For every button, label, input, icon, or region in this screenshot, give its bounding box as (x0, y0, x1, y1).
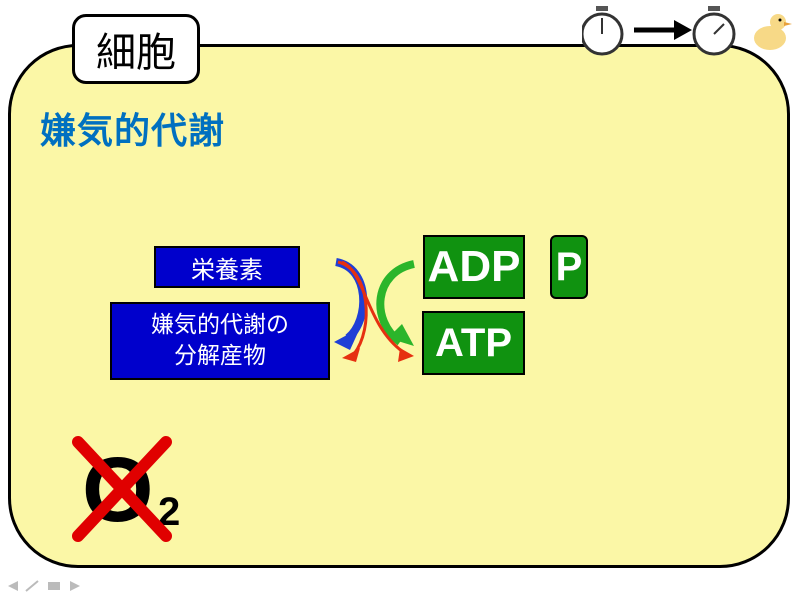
oxygen-symbol: O 2 (70, 436, 200, 546)
blue-arrowhead (334, 328, 360, 350)
adp-to-atp-arrow (376, 260, 416, 346)
red-left-arrowhead (342, 348, 360, 362)
nutrient-box: 栄養素 (154, 246, 300, 288)
next-slide-icon (70, 581, 80, 591)
red-right-arrow (341, 260, 407, 356)
stopwatch-end-icon (692, 6, 736, 56)
adp-box: ADP (423, 235, 525, 299)
phosphate-box: P (550, 235, 588, 299)
timer-progress (582, 6, 792, 56)
nutrient-to-product-arrow (334, 258, 368, 342)
cell-label: 細胞 (72, 14, 200, 84)
prev-slide-icon (8, 581, 18, 591)
reaction-arrows (334, 258, 416, 362)
oxygen-subscript: 2 (158, 490, 181, 534)
no-oxygen-cross-icon (72, 436, 172, 542)
pen-icon (25, 580, 39, 592)
menu-icon (48, 582, 60, 590)
anaerobic-product-box: 嫌気的代謝の 分解産物 (110, 302, 330, 380)
atp-box: ATP (422, 311, 525, 375)
page-title: 嫌気的代謝 (40, 111, 226, 152)
arrow-right-icon (634, 20, 692, 40)
stopwatch-start-icon (582, 6, 624, 56)
green-arrowhead (388, 324, 414, 346)
red-right-arrowhead (398, 348, 414, 362)
slide-navigation[interactable] (6, 578, 116, 594)
chick-mascot-icon (754, 14, 792, 50)
